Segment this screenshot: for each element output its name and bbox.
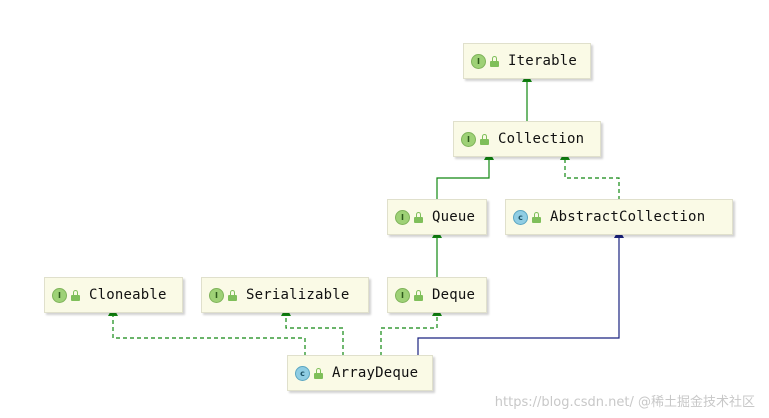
lock-icon: [490, 55, 499, 67]
interface-icon: I: [52, 287, 67, 303]
node-label: Cloneable: [89, 287, 167, 303]
edge-arraydeque-abstractcollection: [417, 229, 624, 356]
interface-icon: I: [209, 287, 224, 303]
node-label: Iterable: [508, 53, 578, 69]
node-label: AbstractCollection: [550, 209, 706, 225]
node-label: Deque: [432, 287, 476, 303]
node-deque[interactable]: I Deque: [387, 277, 487, 313]
node-label: Collection: [498, 131, 585, 147]
interface-icon: I: [461, 131, 476, 147]
interface-icon: I: [395, 209, 410, 225]
node-serializable[interactable]: I Serializable: [201, 277, 369, 313]
class-icon: c: [295, 365, 310, 381]
lock-icon: [314, 367, 323, 379]
lock-icon: [414, 211, 423, 223]
edge-arraydeque-serializable: [281, 307, 344, 356]
edge-arraydeque-cloneable: [108, 307, 306, 356]
lock-icon: [71, 289, 80, 301]
lock-icon: [480, 133, 489, 145]
node-abstract-collection[interactable]: c AbstractCollection: [505, 199, 733, 235]
interface-icon: I: [471, 53, 486, 69]
lock-icon: [228, 289, 237, 301]
edge-abstractcollection-collection: [560, 151, 620, 200]
node-cloneable[interactable]: I Cloneable: [44, 277, 183, 313]
node-label: Queue: [432, 209, 476, 225]
watermark-url: https://blog.csdn.net/: [494, 395, 634, 410]
interface-icon: I: [395, 287, 410, 303]
edge-queue-collection: [436, 151, 494, 200]
node-array-deque[interactable]: c ArrayDeque: [287, 355, 433, 391]
node-label: ArrayDeque: [332, 365, 419, 381]
lock-icon: [414, 289, 423, 301]
node-iterable[interactable]: I Iterable: [463, 43, 591, 79]
lock-icon: [532, 211, 541, 223]
node-collection[interactable]: I Collection: [453, 121, 601, 157]
node-label: Serializable: [246, 287, 350, 303]
node-queue[interactable]: I Queue: [387, 199, 487, 235]
edge-arraydeque-deque: [380, 307, 442, 356]
watermark-site: @稀土掘金技术社区: [637, 395, 755, 410]
abstract-class-icon: c: [513, 209, 528, 225]
watermark: https://blog.csdn.net/ @稀土掘金技术社区: [495, 391, 755, 410]
